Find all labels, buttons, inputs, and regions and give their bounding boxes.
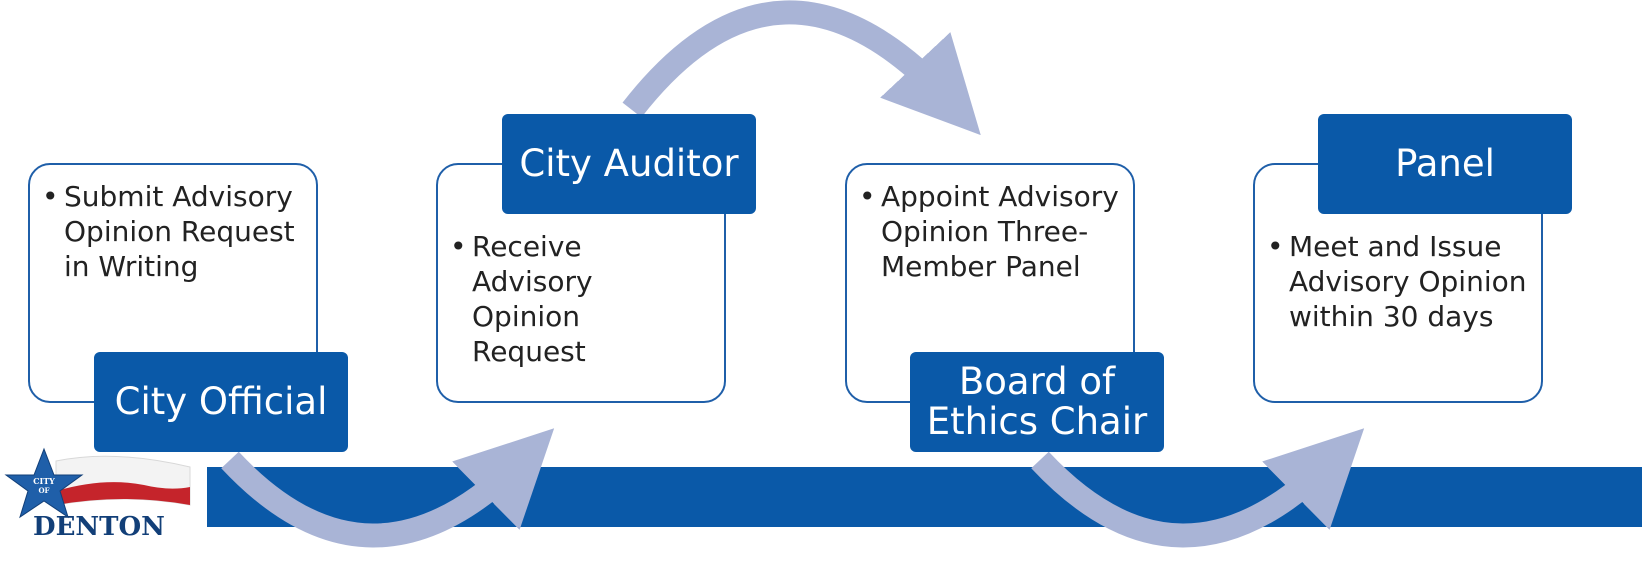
- logo-text-of: OF: [38, 486, 49, 495]
- step-label-board-chair: Board of Ethics Chair: [910, 352, 1164, 452]
- step-label-city-official: City Official: [94, 352, 348, 452]
- step-bullet: Receive Advisory Opinion Request: [450, 229, 612, 369]
- step-bullet: Submit Advisory Opinion Request in Writi…: [42, 179, 306, 284]
- arrow-official-to-auditor: [221, 428, 555, 548]
- logo-text-city: CITY: [33, 476, 55, 486]
- step-bullet: Meet and Issue Advisory Opinion within 3…: [1267, 229, 1529, 334]
- logo-text-denton: DENTON: [33, 512, 165, 539]
- step-label-panel: Panel: [1318, 114, 1572, 214]
- step-bullet: Appoint Advisory Opinion Three-Member Pa…: [859, 179, 1121, 284]
- arrow-chair-to-panel: [1031, 428, 1365, 548]
- city-of-denton-logo: CITY OF DENTON: [4, 447, 194, 542]
- arrow-auditor-to-chair: [622, 0, 981, 136]
- step-label-city-auditor: City Auditor: [502, 114, 756, 214]
